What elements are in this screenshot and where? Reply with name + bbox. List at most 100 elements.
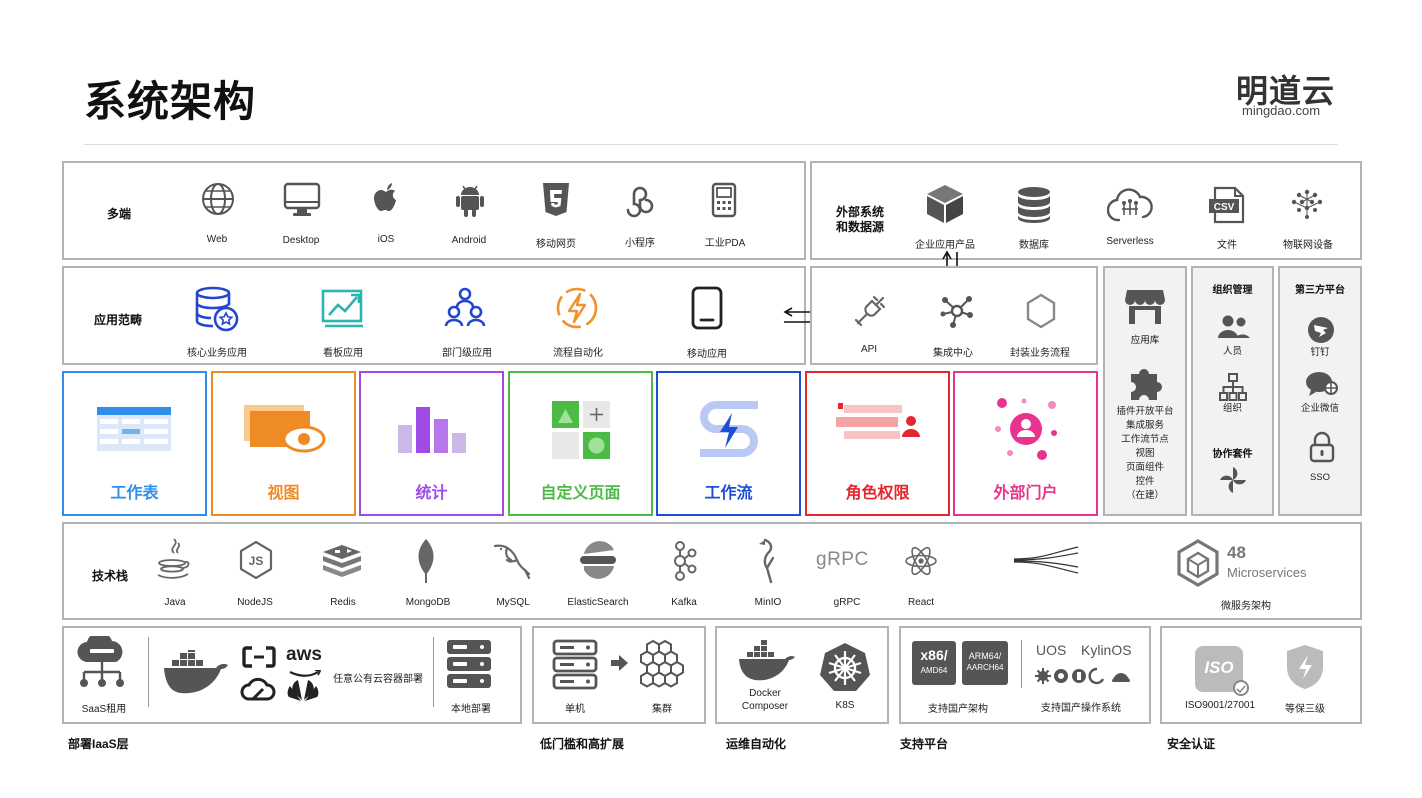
multi-end-mini-program: 小程序: [625, 238, 655, 249]
module-custom-page-label: 自定义页面: [540, 485, 621, 502]
kafka-icon: [671, 540, 697, 582]
microservices-label: 微服务架构: [1221, 601, 1271, 612]
external-label-1: 外部系统: [836, 205, 885, 219]
saas-cloud-network-icon: [76, 632, 128, 695]
apple-icon: [370, 181, 402, 217]
mongodb-leaf-icon: [413, 537, 439, 585]
paradigm-department: 部门级应用: [442, 348, 492, 359]
workflow-bolt-icon: [696, 399, 762, 464]
arm-line1-text: ARM64/: [968, 651, 1002, 661]
department-people-icon: [443, 287, 487, 329]
multi-end-web: Web: [206, 234, 228, 245]
platform-sep: [1021, 640, 1022, 688]
multi-end-mobile-web: 移动网页: [536, 239, 576, 250]
integration-packaged-flow: 封装业务流程: [1010, 348, 1070, 359]
integration-hub: 集成中心: [933, 348, 973, 359]
module-view-label: 视图: [267, 485, 300, 502]
database-icon: [1017, 186, 1051, 224]
minio-bird-icon: [755, 538, 781, 584]
serverless-cloud-icon: [1107, 188, 1153, 222]
plugin-item-5: 控件: [1135, 476, 1155, 487]
third-party-sso: SSO: [1309, 472, 1331, 483]
tech-minio: MinIO: [754, 597, 782, 608]
microservices-count: 48: [1227, 543, 1246, 562]
plugin-title: 插件开放平台: [1116, 406, 1174, 417]
app-paradigm-panel: [62, 266, 806, 365]
store-icon: [1125, 288, 1165, 331]
iso-label: ISO9001/27001: [1184, 700, 1256, 711]
wecom-icon: [1305, 370, 1339, 403]
module-role-permission: 角色权限: [805, 371, 950, 516]
org-management-panel: 组织管理 人员 组织 协作套件: [1191, 266, 1274, 516]
plugin-item-3: 视图: [1135, 448, 1155, 459]
core-business-db-icon: [195, 286, 239, 332]
plugin-item-1: 集成服务: [1125, 420, 1164, 431]
collab-suite-title: 协作套件: [1212, 449, 1253, 460]
x86-small-text: AMD64: [920, 666, 948, 675]
app-store-panel: 应用库 插件开放平台 集成服务 工作流节点 视图 页面组件 控件 （在建）: [1103, 266, 1187, 516]
arch-support-label: 支持国产架构: [928, 704, 988, 715]
scale-cluster-label: 集群: [652, 704, 672, 715]
module-worksheet-label: 工作表: [110, 485, 159, 502]
cluster-hexagons-icon: [637, 637, 687, 698]
paradigm-mobile: 移动应用: [687, 349, 727, 360]
api-plug-icon: [852, 293, 888, 329]
bottom-label-scale: 低门槛和高扩展: [540, 737, 625, 751]
app-paradigm-label: 应用范畴: [94, 313, 143, 327]
paradigm-core: 核心业务应用: [187, 348, 247, 359]
svg-text:CSV: CSV: [1214, 202, 1235, 213]
csv-file-icon: CSV: [1207, 186, 1247, 224]
module-statistics-label: 统计: [415, 485, 448, 502]
deploy-iaas-panel: [62, 626, 522, 724]
arm-line2-text: AARCH64: [966, 663, 1004, 672]
title-divider: [84, 144, 1338, 145]
module-worksheet: 工作表: [62, 371, 207, 516]
role-permission-icon: [834, 399, 922, 460]
module-workflow: 工作流: [656, 371, 801, 516]
redis-icon: [321, 543, 363, 579]
tech-java: Java: [164, 597, 186, 608]
brand-logo: 明道云: [1236, 73, 1336, 109]
external-database: 数据库: [1019, 240, 1049, 251]
pinwheel-icon: [1219, 466, 1247, 499]
level3-label: 等保三级: [1285, 704, 1325, 715]
worksheet-table-icon: [95, 399, 175, 460]
tech-redis: Redis: [330, 597, 356, 608]
plugin-item-6: （在建）: [1125, 490, 1164, 501]
statistics-bar-icon: [394, 399, 470, 462]
kylin-text: KylinOS: [1081, 642, 1132, 658]
bottom-label-platform: 支持平台: [900, 737, 949, 751]
converging-lines-icon: [1012, 545, 1080, 580]
security-panel: [1160, 626, 1362, 724]
tech-grpc: gRPC: [833, 597, 861, 608]
bottom-label-iaas: 部署IaaS层: [68, 737, 129, 751]
mysql-dolphin-icon: [491, 540, 533, 582]
html5-icon: [541, 182, 571, 218]
docker-label-1: Docker: [749, 688, 781, 699]
integration-hub-icon: [939, 293, 975, 329]
scale-single-label: 单机: [565, 704, 585, 715]
paradigm-kanban: 看板应用: [323, 348, 363, 359]
view-eye-icon: [242, 399, 326, 462]
k8s-label: K8S: [835, 700, 855, 711]
third-party-panel: 第三方平台 钉钉 企业微信 SSO: [1278, 266, 1362, 516]
x86-chip-badge: x86/ AMD64: [912, 641, 956, 685]
docker-label-2: Composer: [741, 701, 789, 712]
iso-badge-text: ISO: [1204, 658, 1234, 677]
module-external-portal-label: 外部门户: [993, 485, 1058, 502]
module-external-portal: 外部门户: [953, 371, 1098, 516]
os-logos-icon: [1035, 667, 1135, 690]
sso-lock-icon: [1309, 431, 1335, 468]
huawei-cloud-icon: [286, 678, 320, 707]
tech-nodejs: NodeJS: [237, 597, 273, 608]
multi-end-desktop: Desktop: [282, 235, 320, 246]
docker-composer-whale-icon: [737, 640, 797, 691]
mini-program-icon: [622, 182, 658, 218]
enterprise-app-cube-icon: [926, 184, 964, 224]
hexagon-icon: [1025, 293, 1057, 329]
globe-icon: [200, 181, 236, 217]
tech-react: React: [907, 597, 935, 608]
tencent-cloud-icon: [240, 677, 276, 708]
module-workflow-label: 工作流: [704, 485, 753, 502]
people-icon: [1217, 314, 1251, 347]
